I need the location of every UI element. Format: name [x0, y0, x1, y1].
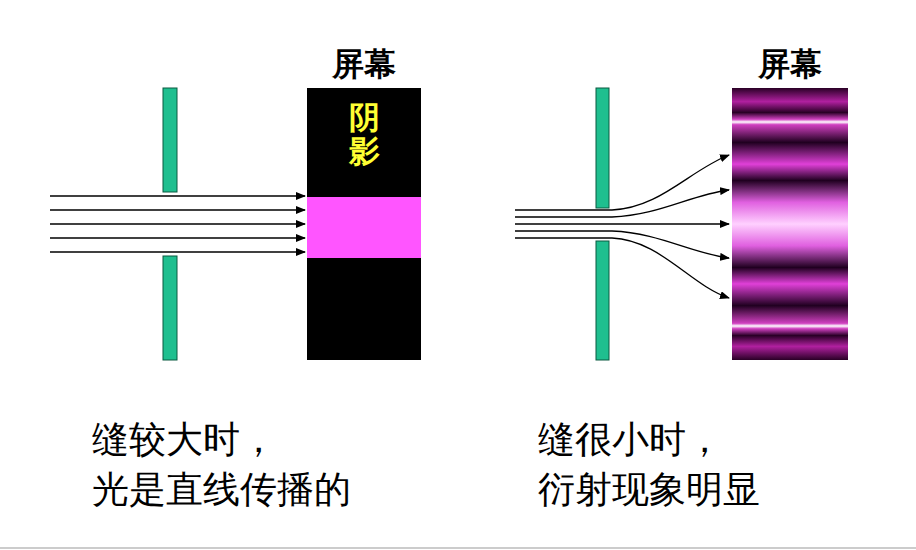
caption-line: 衍射现象明显	[538, 468, 760, 512]
caption-line: 光是直线传播的	[92, 468, 351, 512]
caption-line: 缝很小时，	[538, 418, 723, 462]
screen-heading: 屏幕	[712, 46, 868, 82]
screen: 屏幕	[732, 88, 848, 360]
shadow-label: 阴影	[349, 100, 380, 168]
screen: 屏幕阴影	[307, 88, 421, 360]
caption-line: 缝较大时，	[92, 418, 277, 462]
screen-heading: 屏幕	[287, 46, 441, 82]
